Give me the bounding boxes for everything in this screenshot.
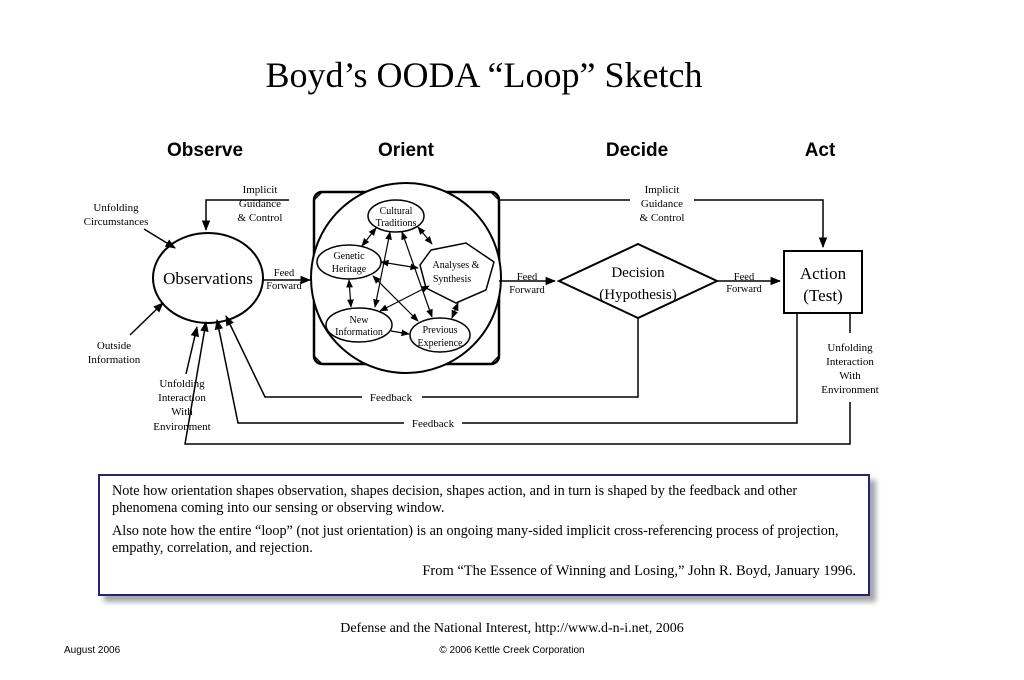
unfolding-circumstances-2: Circumstances: [84, 216, 149, 228]
feed-forward-2-a: Feed: [517, 272, 538, 283]
footer-copyright: © 2006 Kettle Creek Corporation: [439, 645, 585, 656]
cultural-traditions-label-1: Cultural: [380, 206, 413, 217]
note-paragraph-2: Also note how the entire “loop” (not jus…: [112, 523, 839, 556]
feed-forward-arrows: [263, 275, 782, 286]
new-information-label-2: Information: [335, 327, 383, 338]
genetic-heritage-label-2: Heritage: [332, 264, 367, 275]
outside-information-2: Information: [88, 354, 141, 366]
decision-label-1: Decision: [611, 265, 665, 281]
unfolding-interaction-right-3: With: [839, 370, 861, 382]
implicit-guidance-1-c: & Control: [238, 212, 283, 224]
previous-experience-node: [409, 317, 471, 353]
unfolding-interaction-right-1: Unfolding: [827, 342, 873, 354]
note-box: Note how orientation shapes observation,…: [98, 474, 870, 596]
cultural-traditions-label-2: Traditions: [376, 218, 417, 229]
note-source: From “The Essence of Winning and Losing,…: [422, 563, 856, 579]
new-information-label-1: New: [350, 315, 370, 326]
feedback-label-1: Feedback: [370, 392, 413, 404]
analyses-synthesis-label-1: Analyses &: [433, 260, 480, 271]
implicit-guidance-2-b: Guidance: [641, 198, 683, 210]
action-node: [783, 250, 863, 314]
phase-orient: Orient: [378, 140, 435, 161]
previous-experience-label-2: Experience: [418, 338, 464, 349]
phase-decide: Decide: [606, 140, 668, 161]
implicit-guidance-2-c: & Control: [640, 212, 685, 224]
orient-inner-connections: [346, 226, 459, 337]
feed-forward-2-b: Forward: [509, 285, 545, 296]
feedback-label-2: Feedback: [412, 418, 455, 430]
footer-date: August 2006: [64, 645, 121, 656]
phase-observe: Observe: [167, 140, 243, 161]
unfolding-interaction-left-1: Unfolding: [159, 378, 205, 390]
implicit-guidance-2-a: Implicit: [645, 184, 680, 196]
feed-forward-1-a: Feed: [274, 268, 295, 279]
note-paragraph-1: Note how orientation shapes observation,…: [112, 483, 798, 516]
genetic-heritage-label-1: Genetic: [333, 251, 365, 262]
implicit-guidance-1-b: Guidance: [239, 198, 281, 210]
input-arrows: [129, 228, 199, 375]
outside-information-1: Outside: [97, 340, 131, 352]
analyses-synthesis-label-2: Synthesis: [433, 274, 471, 285]
feed-forward-3-a: Feed: [734, 272, 755, 283]
unfolding-interaction-left-3: With: [171, 406, 193, 418]
unfolding-interaction-left-4: Environment: [153, 421, 210, 433]
unfolding-circumstances-1: Unfolding: [93, 202, 139, 214]
cultural-traditions-node: [367, 199, 425, 233]
implicit-guidance-1-a: Implicit: [243, 184, 278, 196]
page-title: Boyd’s OODA “Loop” Sketch: [266, 55, 703, 95]
unfolding-interaction-right-4: Environment: [821, 384, 878, 396]
feedback-lines: [184, 313, 851, 445]
unfolding-interaction-left-2: Interaction: [158, 392, 206, 404]
unfolding-interaction-right-2: Interaction: [826, 356, 874, 368]
feed-forward-3-b: Forward: [726, 284, 762, 295]
implicit-guidance-lines: [201, 199, 828, 249]
observations-label: Observations: [163, 269, 253, 288]
footer-credit: Defense and the National Interest, http:…: [340, 621, 684, 636]
decision-label-2: (Hypothesis): [599, 287, 677, 303]
action-label-1: Action: [800, 264, 847, 283]
decision-node: [556, 242, 720, 320]
feed-forward-1-b: Forward: [266, 281, 302, 292]
phase-act: Act: [805, 140, 836, 161]
previous-experience-label-1: Previous: [423, 325, 458, 336]
action-label-2: (Test): [803, 286, 842, 305]
